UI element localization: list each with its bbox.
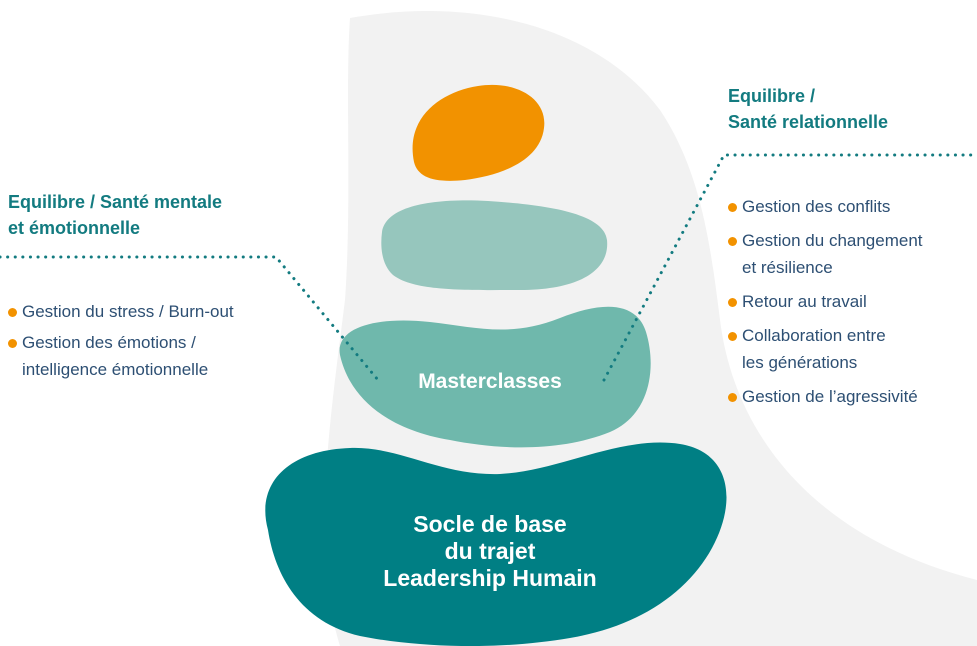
list-item-text: Gestion du changement bbox=[742, 231, 923, 250]
top-stone bbox=[412, 84, 545, 181]
right-heading-line: Santé relationnelle bbox=[728, 112, 889, 132]
list-item: Collaboration entre les générations bbox=[728, 322, 923, 376]
right-heading: Equilibre / Santé relationnelle bbox=[728, 83, 888, 135]
bullet-dot-icon bbox=[728, 332, 737, 341]
base-stone-label-line: Socle de base bbox=[413, 511, 567, 537]
left-heading-line: et émotionnelle bbox=[8, 218, 141, 238]
list-item-text: Gestion des conflits bbox=[742, 197, 891, 216]
bullet-dot-icon bbox=[8, 339, 17, 348]
list-item-text: Gestion de l’agressivité bbox=[742, 387, 918, 406]
base-stone-label: Socle de base du trajet Leadership Humai… bbox=[320, 511, 660, 592]
base-stone bbox=[265, 442, 727, 646]
base-stone-label-line: du trajet bbox=[444, 538, 536, 564]
right-connector-line bbox=[602, 153, 977, 382]
list-item-text: intelligence émotionnelle bbox=[22, 360, 209, 379]
masterclass-label: Masterclasses bbox=[418, 370, 562, 393]
list-item: Gestion du changement et résilience bbox=[728, 227, 923, 281]
left-topic-list: Gestion du stress / Burn-out Gestion des… bbox=[8, 298, 234, 387]
list-item: Retour au travail bbox=[728, 288, 923, 315]
right-heading-line: Equilibre / bbox=[728, 86, 816, 106]
list-item-text: Gestion des émotions / bbox=[22, 333, 196, 352]
left-heading: Equilibre / Santé mentale et émotionnell… bbox=[8, 189, 222, 241]
bullet-dot-icon bbox=[728, 298, 737, 307]
bullet-dot-icon bbox=[728, 237, 737, 246]
left-heading-line: Equilibre / Santé mentale bbox=[8, 192, 223, 212]
list-item-text: et résilience bbox=[742, 258, 833, 277]
bullet-dot-icon bbox=[728, 203, 737, 212]
list-item-text: les générations bbox=[742, 353, 858, 372]
base-stone-label-line: Leadership Humain bbox=[383, 565, 597, 591]
left-connector-line bbox=[0, 255, 380, 382]
list-item-text: Gestion du stress / Burn-out bbox=[22, 302, 234, 321]
list-item: Gestion des conflits bbox=[728, 193, 923, 220]
second-stone bbox=[381, 200, 608, 291]
list-item: Gestion du stress / Burn-out bbox=[8, 298, 234, 325]
list-item: Gestion de l’agressivité bbox=[728, 383, 923, 410]
masterclass-stone bbox=[339, 306, 651, 448]
list-item-text: Collaboration entre bbox=[742, 326, 886, 345]
list-item-text: Retour au travail bbox=[742, 292, 867, 311]
right-topic-list: Gestion des conflits Gestion du changeme… bbox=[728, 193, 923, 417]
bullet-dot-icon bbox=[8, 308, 17, 317]
list-item: Gestion des émotions / intelligence émot… bbox=[8, 329, 234, 383]
bullet-dot-icon bbox=[728, 393, 737, 402]
